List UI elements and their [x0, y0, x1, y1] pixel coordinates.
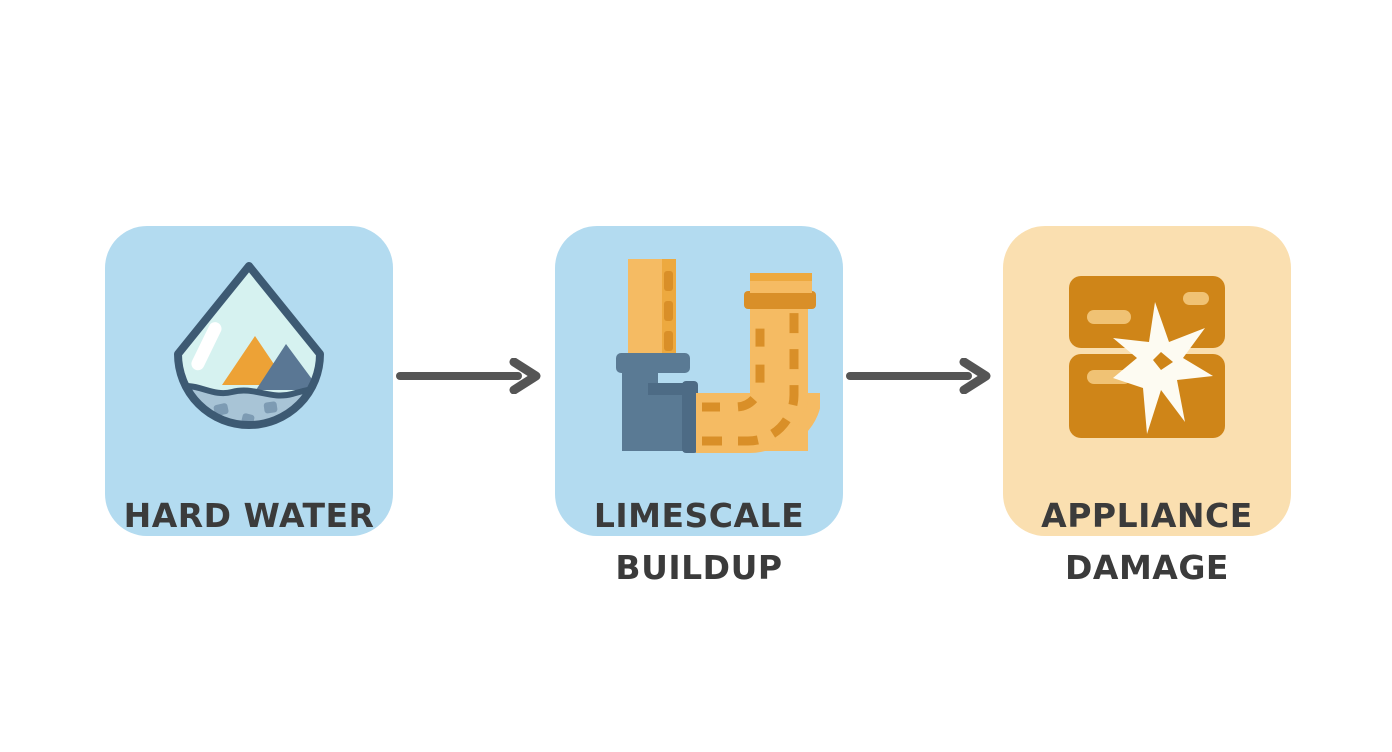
pipe-svg — [616, 258, 820, 453]
step-label-line1: APPLIANCE — [1041, 496, 1253, 535]
connector-arrow-hard-water-to-limescale — [396, 358, 548, 394]
appliance-broken-icon — [1003, 248, 1291, 463]
step-card-limescale-buildup[interactable] — [555, 226, 843, 536]
step-label-line1: HARD WATER — [123, 496, 375, 535]
step-card-hard-water[interactable] — [105, 226, 393, 536]
step-label-hard-water: HARD WATER — [39, 490, 459, 542]
step-label-line2: DAMAGE — [1065, 548, 1229, 587]
arrow-right-icon — [846, 358, 991, 394]
arrow-right-icon — [396, 358, 541, 394]
step-label-appliance-damage: APPLIANCE DAMAGE — [937, 490, 1357, 594]
water-drop-with-minerals-icon — [105, 248, 393, 463]
step-label-line1: LIMESCALE — [593, 496, 805, 535]
step-card-appliance-damage[interactable] — [1003, 226, 1291, 536]
step-label-line2: BUILDUP — [615, 548, 783, 587]
connector-arrow-limescale-to-appliance — [846, 358, 998, 394]
appliance-svg — [1069, 275, 1225, 438]
pipe-elbow-with-scale-icon — [555, 248, 843, 463]
step-label-limescale-buildup: LIMESCALE BUILDUP — [489, 490, 909, 594]
water-drop-svg — [174, 261, 324, 429]
